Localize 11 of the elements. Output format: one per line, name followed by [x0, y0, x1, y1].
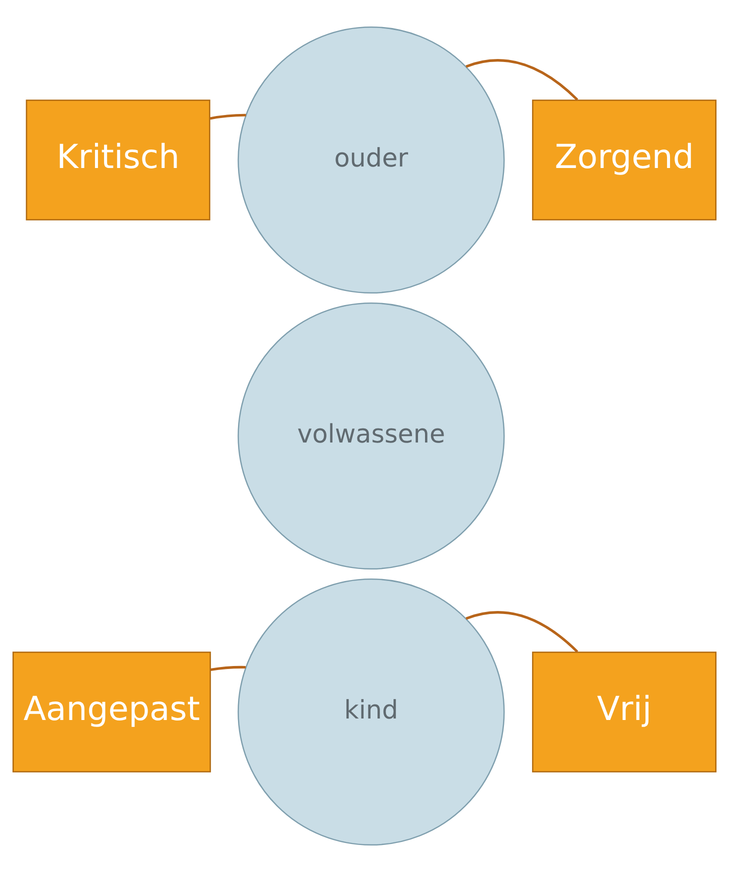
connector — [466, 59, 578, 101]
node-box: Vrij — [532, 652, 716, 772]
node-box: Aangepast — [12, 652, 211, 772]
connector — [466, 611, 578, 653]
node-circle: kind — [238, 578, 505, 846]
node-box: Zorgend — [532, 100, 716, 220]
connector — [210, 666, 246, 671]
connector — [210, 114, 246, 120]
node-circle: volwassene — [238, 302, 505, 570]
node-circle: ouder — [238, 26, 505, 294]
node-box: Kritisch — [26, 100, 210, 220]
